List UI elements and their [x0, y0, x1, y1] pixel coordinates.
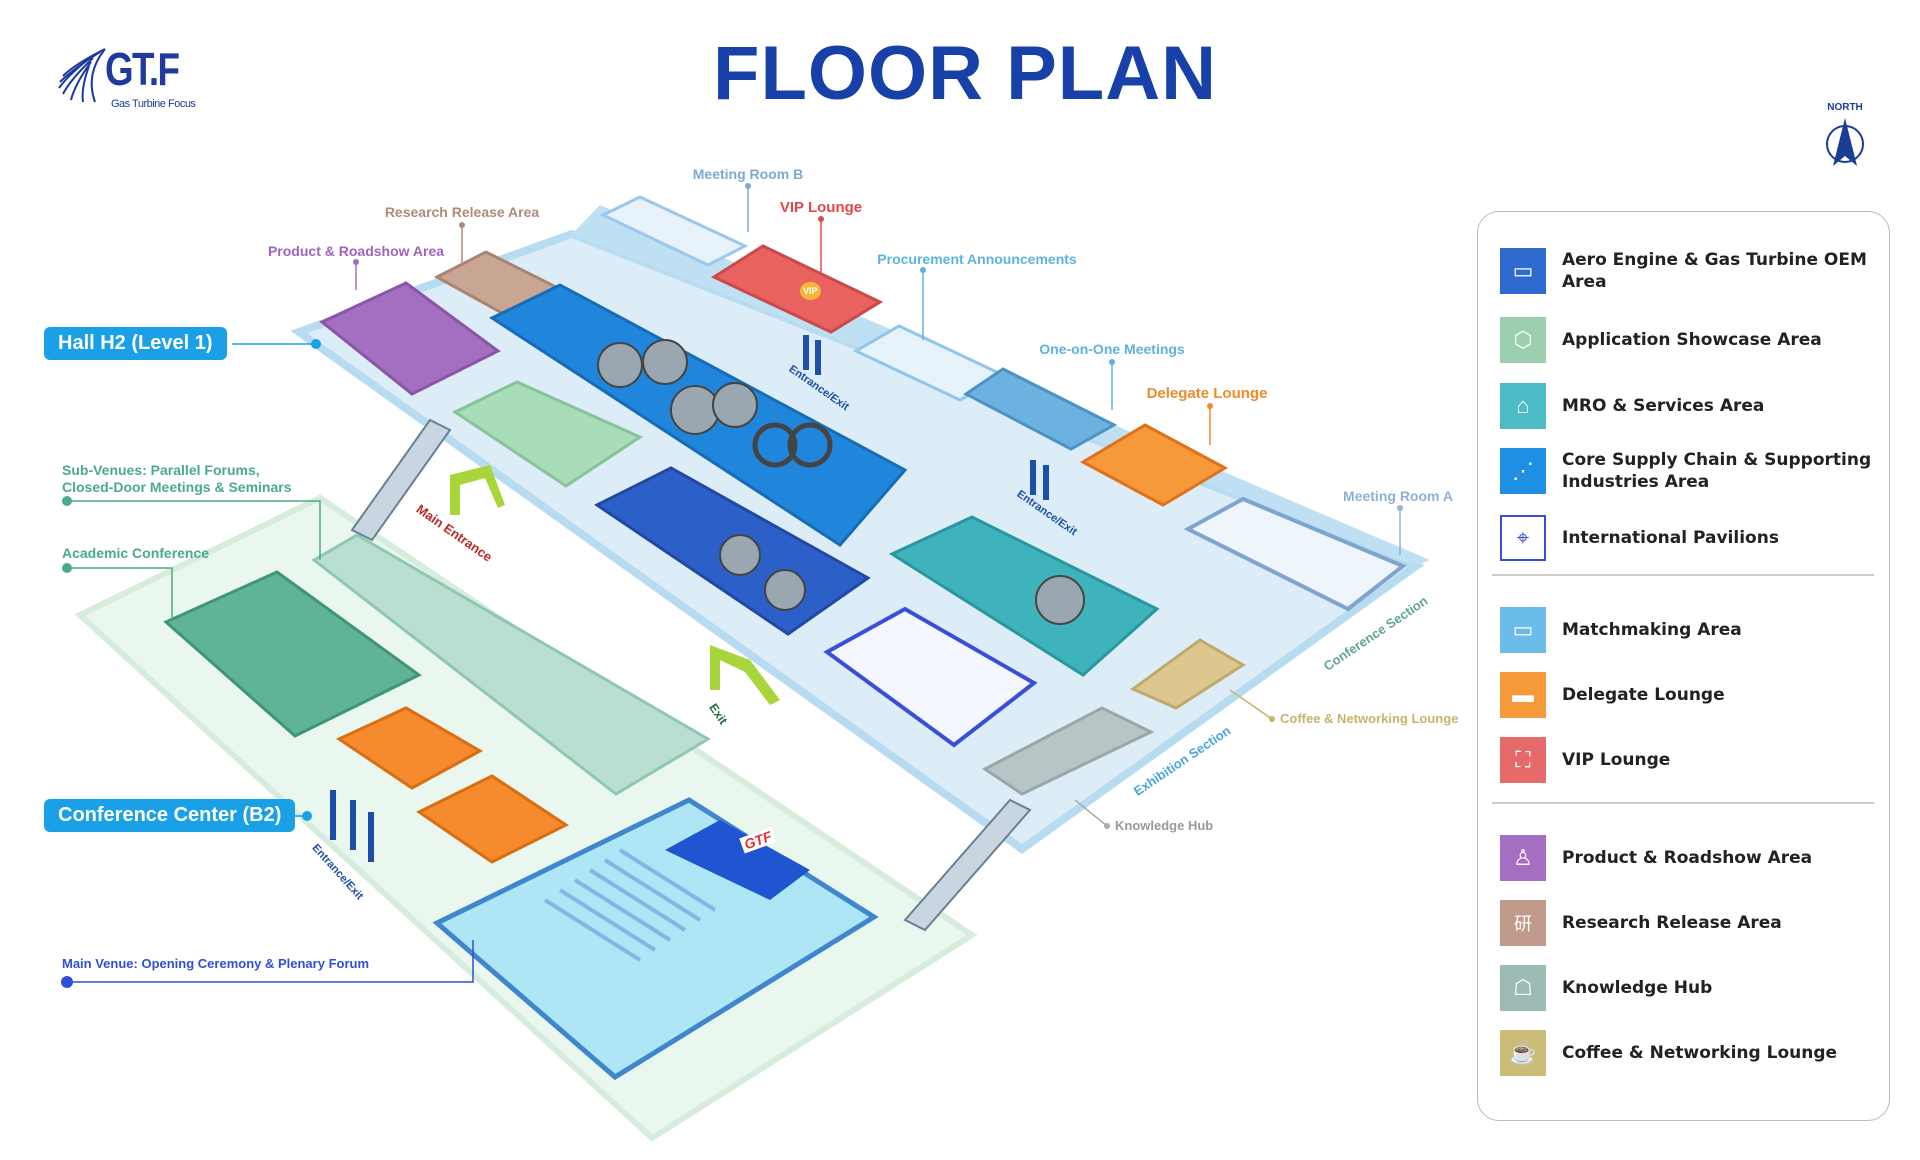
seating-rows	[543, 848, 717, 962]
legend-item-delegate[interactable]: ▬ Delegate Lounge	[1500, 672, 1880, 718]
legend-item-oem[interactable]: ▭ Aero Engine & Gas Turbine OEM Area	[1500, 248, 1880, 294]
north-label: NORTH	[1827, 102, 1863, 113]
legend-label: Aero Engine & Gas Turbine OEM Area	[1562, 250, 1867, 292]
legend-label: International Pavilions	[1562, 528, 1779, 548]
network-icon: ⋰	[1500, 448, 1546, 494]
sub-venues-line-1: Sub-Venues: Parallel Forums,	[62, 462, 260, 478]
international-pavilions-zone[interactable]	[823, 606, 1038, 748]
knowledge-hub-zone[interactable]	[982, 706, 1155, 796]
legend-label: Matchmaking Area	[1562, 620, 1742, 640]
hall-h2-label[interactable]: Hall H2 (Level 1)	[44, 327, 227, 360]
legend-panel: ▭ Aero Engine & Gas Turbine OEM Area ⬡ App…	[1477, 211, 1890, 1121]
engine-icon: ▭	[1500, 248, 1546, 294]
sub-venues-zone[interactable]	[311, 533, 711, 796]
turbine-swirl-icon	[58, 48, 106, 103]
delegate-lounge-b2-zone[interactable]	[335, 706, 484, 790]
coffee-icon: ☕	[1500, 1030, 1546, 1076]
research-release-label: Research Release Area	[384, 204, 540, 220]
legend-item-supply-chain[interactable]: ⋰ Core Supply Chain & Supporting Industri…	[1500, 448, 1880, 494]
vip-lounge-label: VIP Lounge	[779, 199, 863, 216]
exit-gate-icon	[710, 645, 780, 705]
sub-venues-label: Sub-Venues: Parallel Forums, Closed-Door…	[62, 462, 292, 496]
legend-label: Coffee & Networking Lounge	[1562, 1043, 1838, 1063]
coffee-lounge-label: Coffee & Networking Lounge	[1280, 711, 1459, 726]
coffee-lounge-zone[interactable]	[1130, 638, 1246, 710]
legend-label: Research Release Area	[1562, 913, 1782, 933]
wrench-house-icon: ⌂	[1500, 383, 1546, 429]
legend-item-vip[interactable]: ⛶ VIP Lounge	[1500, 737, 1880, 783]
one-on-one-label: One-on-One Meetings	[1039, 341, 1185, 357]
meeting-room-b-label: Meeting Room B	[692, 166, 804, 182]
legend-divider	[1492, 802, 1874, 804]
knowledge-hub-label: Knowledge Hub	[1115, 818, 1214, 833]
gtf-logo: GT.F Gas Turbine Focus	[55, 44, 225, 116]
one-on-one-zone[interactable]	[963, 367, 1118, 451]
main-entrance-gate-icon	[450, 465, 505, 515]
main-stage	[665, 820, 810, 900]
cube-icon: ⬡	[1500, 317, 1546, 363]
conference-center-label[interactable]: Conference Center (B2)	[44, 799, 296, 832]
legend-item-coffee[interactable]: ☕ Coffee & Networking Lounge	[1500, 1030, 1880, 1076]
legend-label: MRO & Services Area	[1562, 396, 1765, 416]
legend-item-matchmaking[interactable]: ▭ Matchmaking Area	[1500, 607, 1880, 653]
entrance-exit-door-icon	[330, 335, 1049, 862]
legend-item-application[interactable]: ⬡ Application Showcase Area	[1500, 317, 1880, 363]
research-icon: 研	[1500, 900, 1546, 946]
legend-label: Knowledge Hub	[1562, 978, 1713, 998]
north-arrow-icon	[1826, 118, 1864, 166]
delegate-lounge-zone[interactable]	[1079, 423, 1229, 507]
escalator	[903, 798, 1032, 932]
vip-lounge-zone[interactable]	[710, 244, 884, 334]
legend-label: VIP Lounge	[1562, 750, 1671, 770]
legend-label: Application Showcase Area	[1562, 330, 1822, 350]
product-roadshow-label: Product & Roadshow Area	[267, 243, 445, 259]
main-venue-label: Main Venue: Opening Ceremony & Plenary F…	[62, 956, 370, 971]
delegate-lounge-label: Delegate Lounge	[1146, 385, 1268, 402]
logo-text: GT.F	[105, 43, 180, 95]
isometric-floor-map	[61, 183, 1430, 1142]
meeting-room-a-label: Meeting Room A	[1343, 488, 1453, 504]
meeting-room-a-zone[interactable]	[1183, 496, 1407, 612]
legend-item-mro[interactable]: ⌂ MRO & Services Area	[1500, 383, 1880, 429]
legend-label: Product & Roadshow Area	[1562, 848, 1813, 868]
legend-item-knowledge[interactable]: ☖ Knowledge Hub	[1500, 965, 1880, 1011]
meeting-room-b-zone[interactable]	[599, 195, 749, 267]
mro-zone[interactable]	[888, 515, 1160, 677]
sofa-icon: ▬	[1500, 672, 1546, 718]
leader-lines	[61, 183, 1403, 988]
map-pin-icon: ⌖	[1500, 515, 1546, 561]
legend-item-research[interactable]: 研 Research Release Area	[1500, 900, 1880, 946]
product-roadshow-zone[interactable]	[319, 281, 501, 396]
north-compass: NORTH	[1820, 102, 1870, 175]
page-title: FLOOR PLAN	[713, 31, 1217, 116]
vip-badge: VIP	[800, 282, 821, 300]
academic-conference-label: Academic Conference	[62, 545, 210, 561]
escalator	[350, 418, 452, 542]
procurement-label: Procurement Announcements	[877, 251, 1077, 267]
vip-icon: ⛶	[1500, 737, 1546, 783]
turbine-fan-icon	[597, 339, 1085, 625]
legend-label: Delegate Lounge	[1562, 685, 1725, 705]
sub-venues-line-2: Closed-Door Meetings & Seminars	[62, 479, 292, 495]
legend-item-product[interactable]: ♙ Product & Roadshow Area	[1500, 835, 1880, 881]
application-showcase-zone[interactable]	[451, 380, 644, 488]
academic-conference-zone[interactable]	[163, 570, 422, 738]
logo-subtext: Gas Turbine Focus	[111, 98, 196, 110]
legend-label: Core Supply Chain & Supporting Industrie…	[1562, 450, 1872, 492]
presenter-icon: ♙	[1500, 835, 1546, 881]
chat-icon: ▭	[1500, 607, 1546, 653]
legend-divider	[1492, 574, 1874, 576]
legend-item-pavilions[interactable]: ⌖ International Pavilions	[1500, 515, 1880, 561]
delegate-lounge-b2-zone-2[interactable]	[416, 774, 569, 864]
teacher-icon: ☖	[1500, 965, 1546, 1011]
